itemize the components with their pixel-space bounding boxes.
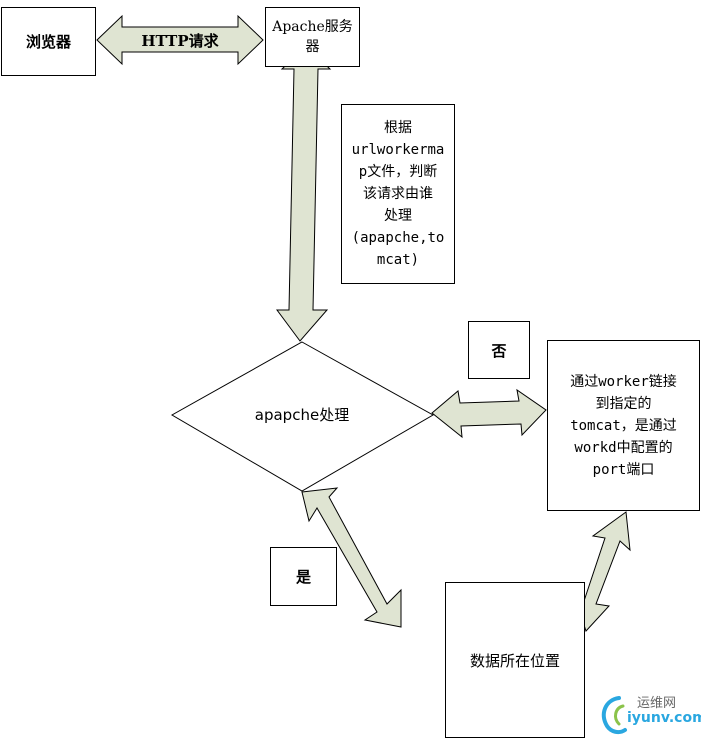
routing-note-line: 该请求由谁 <box>363 186 433 202</box>
browser-label: 浏览器 <box>25 33 71 51</box>
apache-server-box: Apache服务器 <box>265 7 360 67</box>
worker-box-line: 到指定的 <box>595 395 652 412</box>
decision-label: apapche处理 <box>255 406 349 424</box>
no-label: 否 <box>491 341 507 360</box>
routing-note-box: 根据 urlworkerma p文件，判断 该请求由谁 处理 (apapche,… <box>341 104 455 284</box>
routing-note-line: 根据 <box>384 120 412 136</box>
worker-box: 通过worker链接 到指定的 tomcat，是通过 workd中配置的 por… <box>547 340 700 511</box>
routing-note-line: 处理 <box>384 208 412 224</box>
watermark: 运维网 iyunv.com <box>597 690 701 738</box>
data-location-label: 数据所在位置 <box>469 651 560 670</box>
decision-to-worker-arrow <box>431 388 547 439</box>
routing-note-line: (apapche,to <box>351 230 445 246</box>
browser-box: 浏览器 <box>1 7 96 76</box>
worker-box-line: port端口 <box>592 461 655 478</box>
watermark-logo-icon <box>601 696 627 735</box>
routing-note-line: urlworkerma <box>351 142 445 158</box>
worker-box-line: workd中配置的 <box>574 439 673 456</box>
http-request-arrow <box>96 14 264 66</box>
watermark-brand: 运维网 <box>637 696 677 711</box>
data-location-box: 数据所在位置 <box>445 582 585 738</box>
http-request-label: HTTP请求 <box>141 32 219 50</box>
routing-note-line: p文件，判断 <box>358 164 438 180</box>
yes-label: 是 <box>295 568 311 586</box>
decision-diamond <box>170 341 435 492</box>
decision-yes-arrow <box>301 487 402 628</box>
no-label-box: 否 <box>468 321 530 379</box>
routing-note-line: mcat) <box>376 252 420 268</box>
worker-box-line: 通过worker链接 <box>570 373 677 390</box>
worker-to-data-arrow <box>574 511 631 632</box>
watermark-domain: iyunv.com <box>627 710 701 726</box>
worker-box-line: tomcat，是通过 <box>570 417 677 434</box>
apache-to-decision-arrow <box>276 45 332 342</box>
apache-server-label: Apache服务器 <box>272 19 353 55</box>
yes-label-box: 是 <box>270 547 337 606</box>
